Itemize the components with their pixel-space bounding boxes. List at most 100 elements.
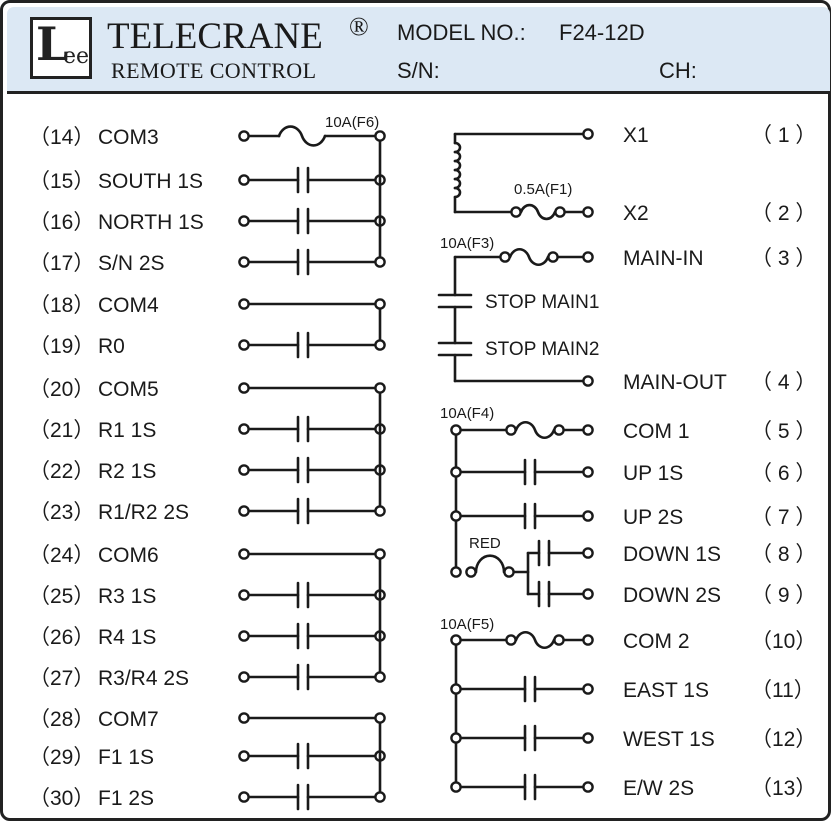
lee-logo: L ee <box>30 17 92 79</box>
left-terminal-number: （17） <box>29 252 94 275</box>
bus-junction-dot <box>374 130 386 142</box>
right-output-dot <box>582 781 594 793</box>
left-input-dot <box>238 423 250 435</box>
right-terminal-label: COM 1 <box>623 420 690 443</box>
right-terminal-label: WEST 1S <box>623 728 715 751</box>
coil-winding <box>453 186 462 199</box>
left-input-dot <box>238 174 250 186</box>
left-terminal-number: （14） <box>29 126 94 149</box>
left-terminal-label: R3 1S <box>98 585 156 608</box>
left-terminal-label: R1/R2 2S <box>98 501 189 524</box>
left-input-dot <box>238 382 250 394</box>
left-terminal-number: （27） <box>29 667 94 690</box>
left-terminal-label: R0 <box>98 335 125 358</box>
right-terminal-number: （ 4 ） <box>751 371 816 394</box>
left-terminal-number: （28） <box>29 708 94 731</box>
right-terminal-number: （ 1 ） <box>751 124 816 147</box>
left-terminal-label: F1 2S <box>98 787 154 810</box>
right-output-dot <box>582 547 594 559</box>
right-output-dot <box>582 375 594 387</box>
fuse-f3-terminal <box>499 251 511 263</box>
brand-name: TELECRANE <box>107 16 323 57</box>
right-terminal-number: （13） <box>751 777 816 800</box>
right-output-dot <box>582 510 594 522</box>
stop-main1-label: STOP MAIN1 <box>485 292 599 313</box>
bus-junction-dot <box>374 298 386 310</box>
bus-junction-dot <box>450 566 462 578</box>
right-terminal-label: UP 1S <box>623 462 683 485</box>
coil-winding <box>453 150 462 163</box>
right-terminal-label: DOWN 1S <box>623 543 721 566</box>
logo-letters-ee: ee <box>63 44 90 69</box>
model-number-value: F24-12D <box>559 20 645 45</box>
left-terminal-number: （23） <box>29 501 94 524</box>
right-terminal-label: COM 2 <box>623 630 690 653</box>
right-terminal-label: DOWN 2S <box>623 584 721 607</box>
coil-winding <box>453 159 462 172</box>
channel-label: CH: <box>659 58 697 83</box>
left-terminal-number: （22） <box>29 460 94 483</box>
left-terminal-number: （19） <box>29 335 94 358</box>
header-band <box>7 7 830 91</box>
left-input-dot <box>238 589 250 601</box>
right-terminal-number: （ 9 ） <box>751 584 816 607</box>
left-terminal-number: （16） <box>29 211 94 234</box>
fuse-f4-terminal <box>505 424 517 436</box>
right-output-dot <box>582 251 594 263</box>
left-terminal-label: R1 1S <box>98 419 156 442</box>
left-input-dot <box>238 130 250 142</box>
bus-junction-dot <box>374 339 386 351</box>
fuse-f1-terminal <box>554 206 566 218</box>
right-output-dot <box>582 128 594 140</box>
left-input-dot <box>238 339 250 351</box>
left-terminal-label: COM3 <box>98 126 159 149</box>
header-divider <box>7 91 830 94</box>
left-input-dot <box>238 298 250 310</box>
left-terminal-label: R4 1S <box>98 626 156 649</box>
left-terminal-number: （18） <box>29 294 94 317</box>
left-input-dot <box>238 256 250 268</box>
registered-mark: ® <box>349 12 369 41</box>
right-terminal-number: （ 2 ） <box>751 202 816 225</box>
fuse-f4-symbol <box>514 420 556 440</box>
fuse-f5-symbol <box>514 630 556 650</box>
bus-junction-dot <box>450 466 462 478</box>
left-input-dot <box>238 215 250 227</box>
fuse-f3-terminal <box>547 251 559 263</box>
right-terminal-label: UP 2S <box>623 506 683 529</box>
bus-junction-dot <box>450 781 462 793</box>
left-input-dot <box>238 464 250 476</box>
left-terminal-label: NORTH 1S <box>98 211 204 234</box>
left-terminal-label: R3/R4 2S <box>98 667 189 690</box>
left-terminal-label: COM4 <box>98 294 159 317</box>
left-terminal-label: R2 1S <box>98 460 156 483</box>
right-terminal-number: （ 7 ） <box>751 506 816 529</box>
left-terminal-number: （20） <box>29 378 94 401</box>
bus-junction-dot <box>374 791 386 803</box>
right-terminal-number: （11） <box>751 679 815 702</box>
left-input-dot <box>238 712 250 724</box>
left-terminal-number: （15） <box>29 170 94 193</box>
bus-junction-dot <box>450 634 462 646</box>
right-terminal-number: （12） <box>751 728 816 751</box>
coil-winding <box>453 177 462 190</box>
right-terminal-number: （ 5 ） <box>751 420 816 443</box>
right-terminal-label: X2 <box>623 202 649 225</box>
bus-junction-dot <box>450 683 462 695</box>
bus-junction-dot <box>374 505 386 517</box>
wiring-diagram: （14）COM3（15）SOUTH 1S（16）NORTH 1S（17）S/N … <box>29 114 816 811</box>
bus-junction-dot <box>450 732 462 744</box>
right-terminal-number: （ 3 ） <box>751 247 816 270</box>
right-output-dot <box>582 732 594 744</box>
fuse-f1-label: 0.5A(F1) <box>514 181 572 198</box>
red-label: RED <box>469 535 501 552</box>
right-terminal-number: （10） <box>751 630 816 653</box>
bus-junction-dot <box>374 548 386 560</box>
bus-junction-dot <box>450 510 462 522</box>
coil-winding <box>453 141 462 154</box>
right-output-dot <box>582 683 594 695</box>
fuse-f4-terminal <box>553 424 565 436</box>
left-terminal-label: F1 1S <box>98 746 154 769</box>
left-input-dot <box>238 548 250 560</box>
